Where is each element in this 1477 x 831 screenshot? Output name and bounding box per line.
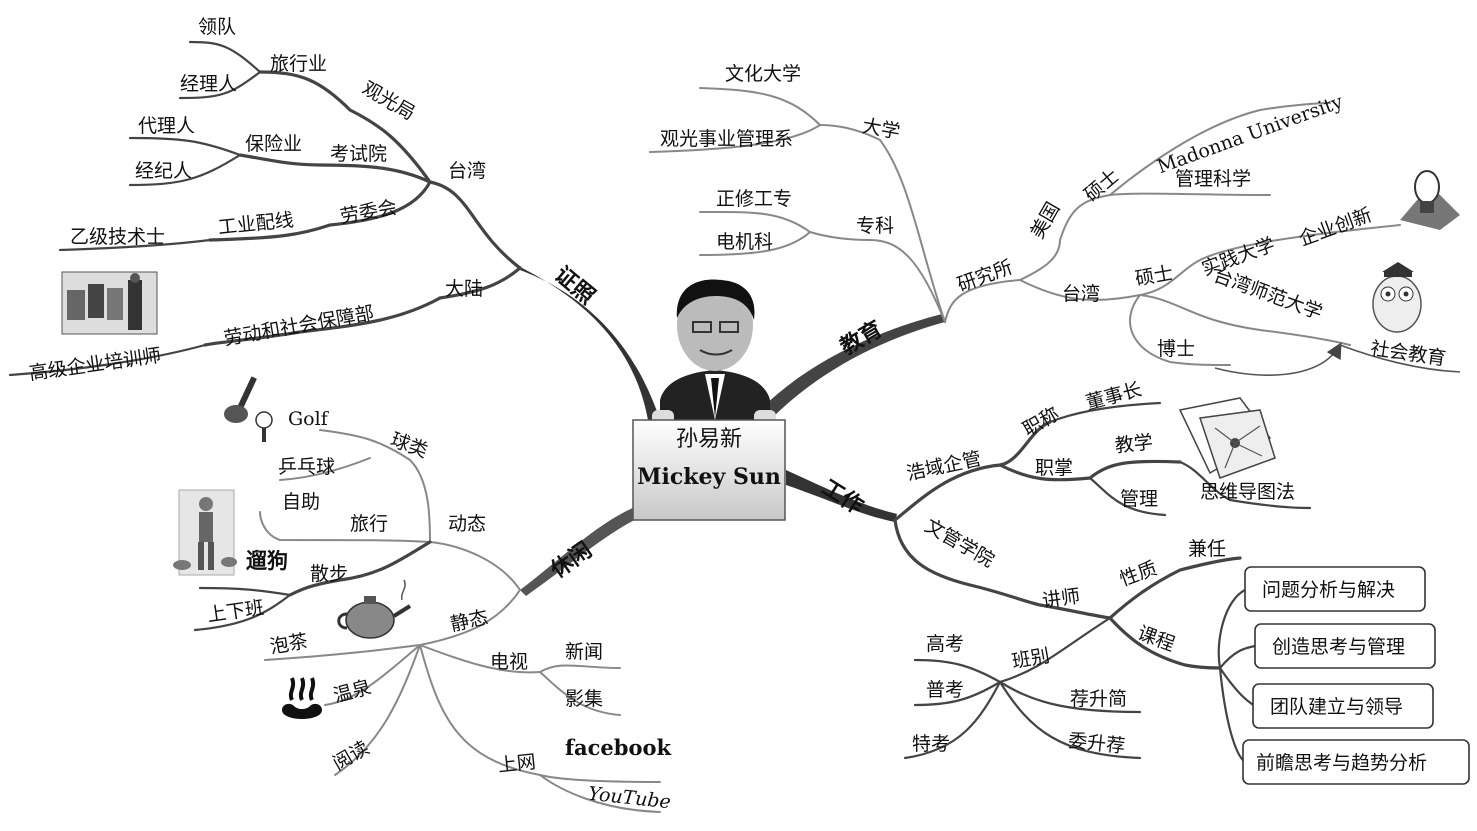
- work-jianshengjian: 荐升简: [1070, 688, 1127, 710]
- leisure-self-guided: 自助: [282, 491, 320, 513]
- leisure-golf: Golf: [288, 408, 330, 430]
- teapot-icon: [337, 579, 412, 639]
- edu-ntnu: 台湾师范大学: [1211, 264, 1326, 324]
- edu-phd: 博士: [1157, 338, 1195, 360]
- cert-insurance: 保险业: [245, 133, 302, 155]
- edu-madonna: Madonna University: [1154, 91, 1346, 179]
- edu-tourism-dept: 观光事业管理系: [660, 128, 793, 150]
- course-box-1: 问题分析与解决: [1244, 566, 1426, 612]
- work-management: 管理: [1120, 488, 1158, 510]
- center-name-en: Mickey Sun: [637, 464, 781, 490]
- work-subtree: [893, 401, 1312, 764]
- leisure-series: 影集: [565, 688, 603, 710]
- leisure-ball: 球类: [387, 429, 430, 463]
- work-courses-label: 课程: [1134, 622, 1177, 656]
- leisure-tv: 电视: [490, 651, 528, 673]
- work-mindmap: 思维导图法: [1200, 481, 1295, 503]
- leisure-hot-spring: 温泉: [331, 676, 373, 707]
- edu-junior-college: 专科: [856, 215, 894, 237]
- work-class: 班别: [1010, 645, 1051, 673]
- leisure-facebook: facebook: [565, 735, 671, 760]
- work-tekao: 特考: [912, 733, 950, 755]
- leisure-static: 静态: [448, 606, 490, 635]
- branch-leisure-line: [520, 505, 645, 596]
- edu-grad-school: 研究所: [954, 256, 1015, 296]
- mindmap-icon: [1178, 397, 1276, 479]
- edu-culture-univ: 文化大学: [725, 63, 801, 85]
- work-lecturer: 讲师: [1041, 585, 1082, 612]
- center-node: 孙易新 Mickey Sun: [632, 279, 786, 521]
- branch-cert-label: 证照: [549, 261, 599, 309]
- edu-innovation: 企业创新: [1296, 204, 1375, 251]
- leisure-walk: 散步: [310, 563, 348, 585]
- branch-work-line: [786, 470, 897, 522]
- edu-master-us: 硕士: [1080, 165, 1123, 206]
- cert-mainland: 大陆: [445, 278, 483, 300]
- edu-mgmt-science: 管理科学: [1175, 168, 1251, 190]
- branch-work-label: 工作: [817, 474, 868, 519]
- course-2-label: 创造思考与管理: [1272, 636, 1405, 658]
- leisure-commute: 上下班: [206, 597, 266, 627]
- course-3-label: 团队建立与领导: [1270, 696, 1403, 718]
- work-gaokao: 高考: [926, 633, 964, 655]
- work-teaching: 教学: [1114, 431, 1154, 457]
- edu-taiwan: 台湾: [1062, 283, 1100, 305]
- course-box-4: 前瞻思考与趋势分析: [1242, 739, 1470, 785]
- edu-electrical: 电机科: [716, 231, 773, 253]
- branch-cert-line: [510, 262, 660, 420]
- work-wenguan: 文管学院: [921, 515, 998, 572]
- cert-trainer: 高级企业培训师: [28, 345, 163, 385]
- cert-leader: 领队: [198, 16, 236, 38]
- leisure-reading: 阅读: [329, 737, 373, 775]
- leisure-travel: 旅行: [350, 513, 388, 535]
- center-name-cn: 孙易新: [676, 427, 742, 452]
- portrait-avatar: [652, 279, 776, 432]
- leisure-dog: 遛狗: [246, 548, 288, 573]
- work-duties: 职掌: [1035, 457, 1073, 479]
- edu-master-tw: 硕士: [1134, 262, 1175, 290]
- leisure-tea: 泡茶: [268, 630, 309, 658]
- cert-labor-council: 劳委会: [339, 196, 399, 228]
- leisure-dynamic: 动态: [448, 513, 486, 535]
- lightbulb-icon: [1400, 170, 1460, 230]
- cert-travel-industry: 旅行业: [270, 53, 327, 75]
- hot-spring-icon: [282, 677, 322, 719]
- cert-ministry: 劳动和社会保障部: [222, 302, 376, 350]
- course-box-3: 团队建立与领导: [1252, 683, 1434, 729]
- cert-manager: 经理人: [180, 73, 237, 95]
- edu-usa: 美国: [1026, 199, 1064, 243]
- branch-edu-line: [760, 314, 945, 420]
- leisure-internet: 上网: [497, 751, 537, 777]
- course-1-label: 问题分析与解决: [1262, 579, 1395, 601]
- work-haoyu: 浩域企管: [904, 448, 983, 485]
- course-4-label: 前瞻思考与趋势分析: [1256, 752, 1427, 774]
- cert-exam-yuan: 考试院: [330, 143, 387, 165]
- work-part-time: 兼任: [1188, 538, 1226, 560]
- dog-walking-icon: [173, 489, 237, 576]
- name-card: [632, 419, 786, 521]
- golf-icon: [224, 376, 273, 442]
- work-chairman: 董事长: [1083, 378, 1144, 414]
- cert-taiwan: 台湾: [448, 160, 486, 182]
- work-pukao: 普考: [926, 679, 964, 701]
- edu-zhengxiu: 正修工专: [716, 188, 792, 210]
- leisure-pingpong: 乒乓球: [278, 456, 335, 478]
- cert-broker: 经纪人: [135, 160, 192, 182]
- work-title: 职称: [1019, 403, 1063, 441]
- classroom-icon: [61, 271, 158, 335]
- cert-tourism-bureau: 观光局: [358, 77, 418, 125]
- owl-icon: [1372, 262, 1422, 333]
- leisure-subtree: [193, 429, 661, 813]
- cert-subtree: [8, 40, 522, 377]
- edu-university: 大学: [861, 115, 902, 143]
- course-box-2: 创造思考与管理: [1254, 623, 1436, 669]
- leisure-news: 新闻: [565, 641, 603, 663]
- cert-agent: 代理人: [138, 115, 195, 137]
- leisure-youtube: YouTube: [587, 783, 672, 814]
- cert-tech-b: 乙级技术士: [70, 226, 165, 248]
- work-weishengjian: 委升荐: [1067, 730, 1126, 758]
- edu-subtree: [649, 87, 1461, 377]
